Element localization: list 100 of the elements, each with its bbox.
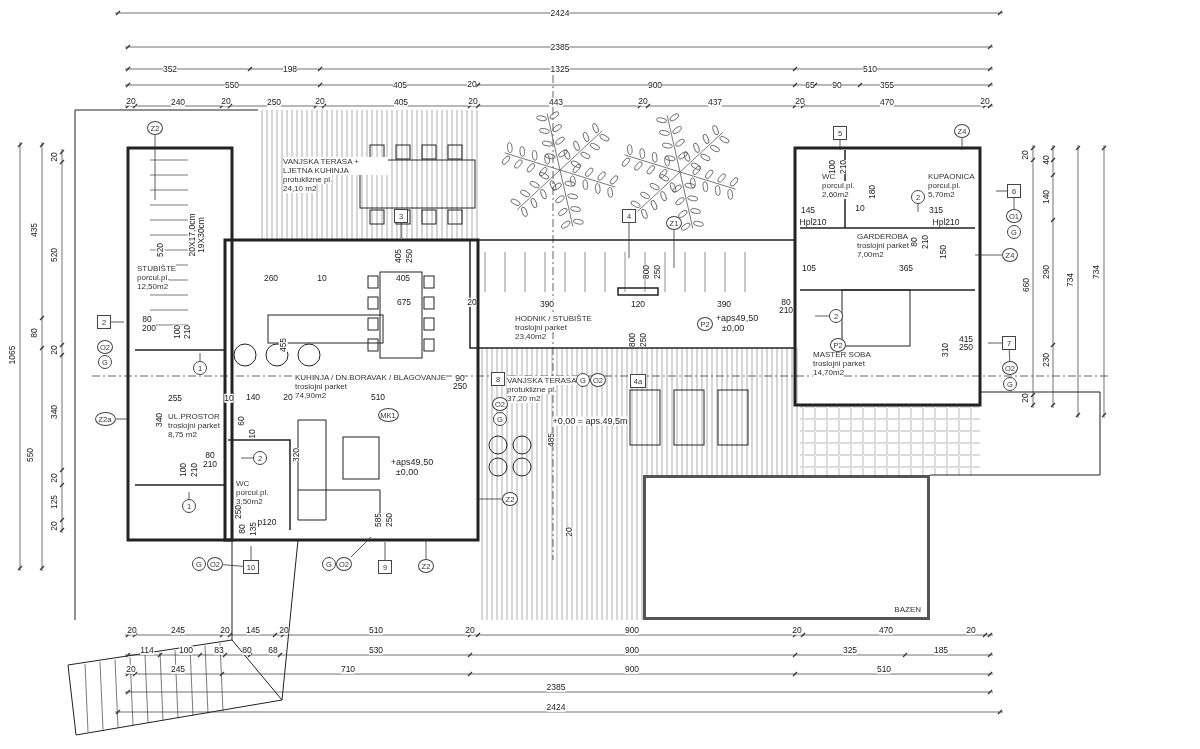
dimension-text: 510	[370, 392, 386, 402]
dimension-text: 255	[167, 393, 183, 403]
dimension-text: 20	[1020, 393, 1030, 403]
dimension-text: 100	[172, 324, 182, 340]
connector-line	[222, 564, 244, 567]
elevation-text: ±0,00	[395, 467, 419, 477]
leader-line	[814, 315, 830, 317]
dimension-text: 710	[340, 664, 356, 674]
room-name: VANJSKA TERASA	[507, 376, 577, 385]
dimension-text: 20	[279, 625, 289, 635]
dimension-text: 145	[245, 625, 261, 635]
dimension-text: 200	[141, 323, 157, 333]
dimension-text: 20	[221, 96, 231, 106]
dimension-text: 800	[627, 332, 637, 348]
leader-line	[974, 254, 1003, 256]
dimension-text: 20	[126, 96, 136, 106]
dimension-text: 405	[393, 97, 409, 107]
dimension-text: 230	[1041, 352, 1051, 368]
dimension-text: 550	[224, 80, 240, 90]
leader-line	[115, 418, 129, 420]
dimension-text: 20	[315, 96, 325, 106]
dimension-text: 443	[548, 97, 564, 107]
floor-finish-text: protuklizne pl.	[507, 385, 557, 394]
dimension-text: 675	[396, 297, 412, 307]
dimension-text: 20	[49, 473, 59, 483]
dimension-text: 210	[189, 462, 199, 478]
dimension-text: 120	[630, 299, 646, 309]
dimension-text: 355	[879, 80, 895, 90]
dimension-text: 100	[178, 645, 194, 655]
leader-line	[477, 498, 503, 500]
dimension-text: 510	[876, 664, 892, 674]
area-text: 7,00m2	[857, 250, 884, 259]
leader-line	[987, 342, 1003, 344]
area-text: 24,10 m2	[283, 184, 317, 193]
floor-finish-text: porcul.pl.	[236, 488, 269, 497]
dimension-text: 250	[404, 248, 414, 264]
area-text: 74,90m2	[295, 391, 327, 400]
floor-finish-text: troslojni parket	[168, 421, 221, 430]
dimension-text: 20	[564, 527, 574, 537]
dimension-text: 210	[778, 305, 794, 315]
dimension-text: 80	[237, 524, 247, 534]
leader-line	[199, 352, 201, 362]
room-name: STUBIŠTE	[137, 264, 177, 273]
room-name: HODNIK / STUBIŠTE	[515, 314, 592, 323]
dimension-text: 135	[248, 521, 258, 537]
leader-line	[673, 229, 675, 269]
dimension-text: 90	[455, 373, 465, 383]
leader-line	[628, 222, 630, 259]
dimension-text: 250	[452, 381, 468, 391]
dimension-text: 734	[1091, 264, 1101, 280]
leader-line	[188, 491, 190, 500]
dimension-text: 10	[247, 429, 257, 439]
dimension-text: 80	[29, 328, 39, 338]
dimension-text: 20	[465, 625, 475, 635]
dimension-text: 530	[368, 645, 384, 655]
dimension-text: 2424	[546, 702, 566, 712]
dimension-text: 900	[624, 664, 640, 674]
dimension-text: 485	[546, 432, 556, 448]
dimension-text: 260	[263, 273, 279, 283]
dimension-text: 435	[29, 222, 39, 238]
dimension-text: 80	[142, 314, 152, 324]
dimension-text: 20	[468, 96, 478, 106]
dimension-text: 100	[178, 462, 188, 478]
dimension-text: 405	[393, 248, 403, 264]
pool-label: BAZEN	[894, 605, 921, 614]
note-text: 19X30cm	[196, 217, 206, 253]
floor-finish-text: protuklizne pl.	[283, 175, 333, 184]
dimension-text: 210	[202, 459, 218, 469]
dimension-text: 20	[49, 345, 59, 355]
dimension-text: 315	[928, 205, 944, 215]
dimension-text: 40	[1041, 155, 1051, 165]
dimension-text: 20	[49, 152, 59, 162]
dimension-text: 1325	[550, 64, 570, 74]
leader-line	[425, 539, 427, 560]
dimension-text: 550	[25, 447, 35, 463]
dimension-text: 390	[716, 299, 732, 309]
leader-line	[384, 541, 386, 561]
floor-finish-text: troslojni parket	[295, 382, 348, 391]
dimension-text: 660	[1021, 277, 1031, 293]
area-text: 23,40m2	[515, 332, 547, 341]
dimension-text: 320	[291, 447, 301, 463]
dimension-text: 20	[1020, 150, 1030, 160]
floor-finish-text: porcul.pl.	[137, 273, 170, 282]
leader-line	[961, 137, 963, 151]
dimension-text: 250	[233, 504, 243, 520]
dimension-text: 60	[236, 416, 246, 426]
dimension-text: 10	[317, 273, 327, 283]
dimension-text: 125	[49, 494, 59, 510]
dimension-text: p120	[257, 517, 277, 527]
area-text: 2,60m2	[822, 190, 849, 199]
dimension-text: 10	[855, 203, 865, 213]
area-text: 12,50m2	[137, 282, 169, 291]
dimension-text: 100	[827, 159, 837, 175]
dimension-text: 585	[373, 512, 383, 528]
note-text: 20X17,0cm	[187, 213, 197, 257]
dimension-text: 20	[467, 297, 477, 307]
connector-line	[1008, 349, 1011, 362]
dimension-text: 83	[214, 645, 224, 655]
dimension-text: 510	[368, 625, 384, 635]
floor-finish-text: troslojni parket	[515, 323, 568, 332]
